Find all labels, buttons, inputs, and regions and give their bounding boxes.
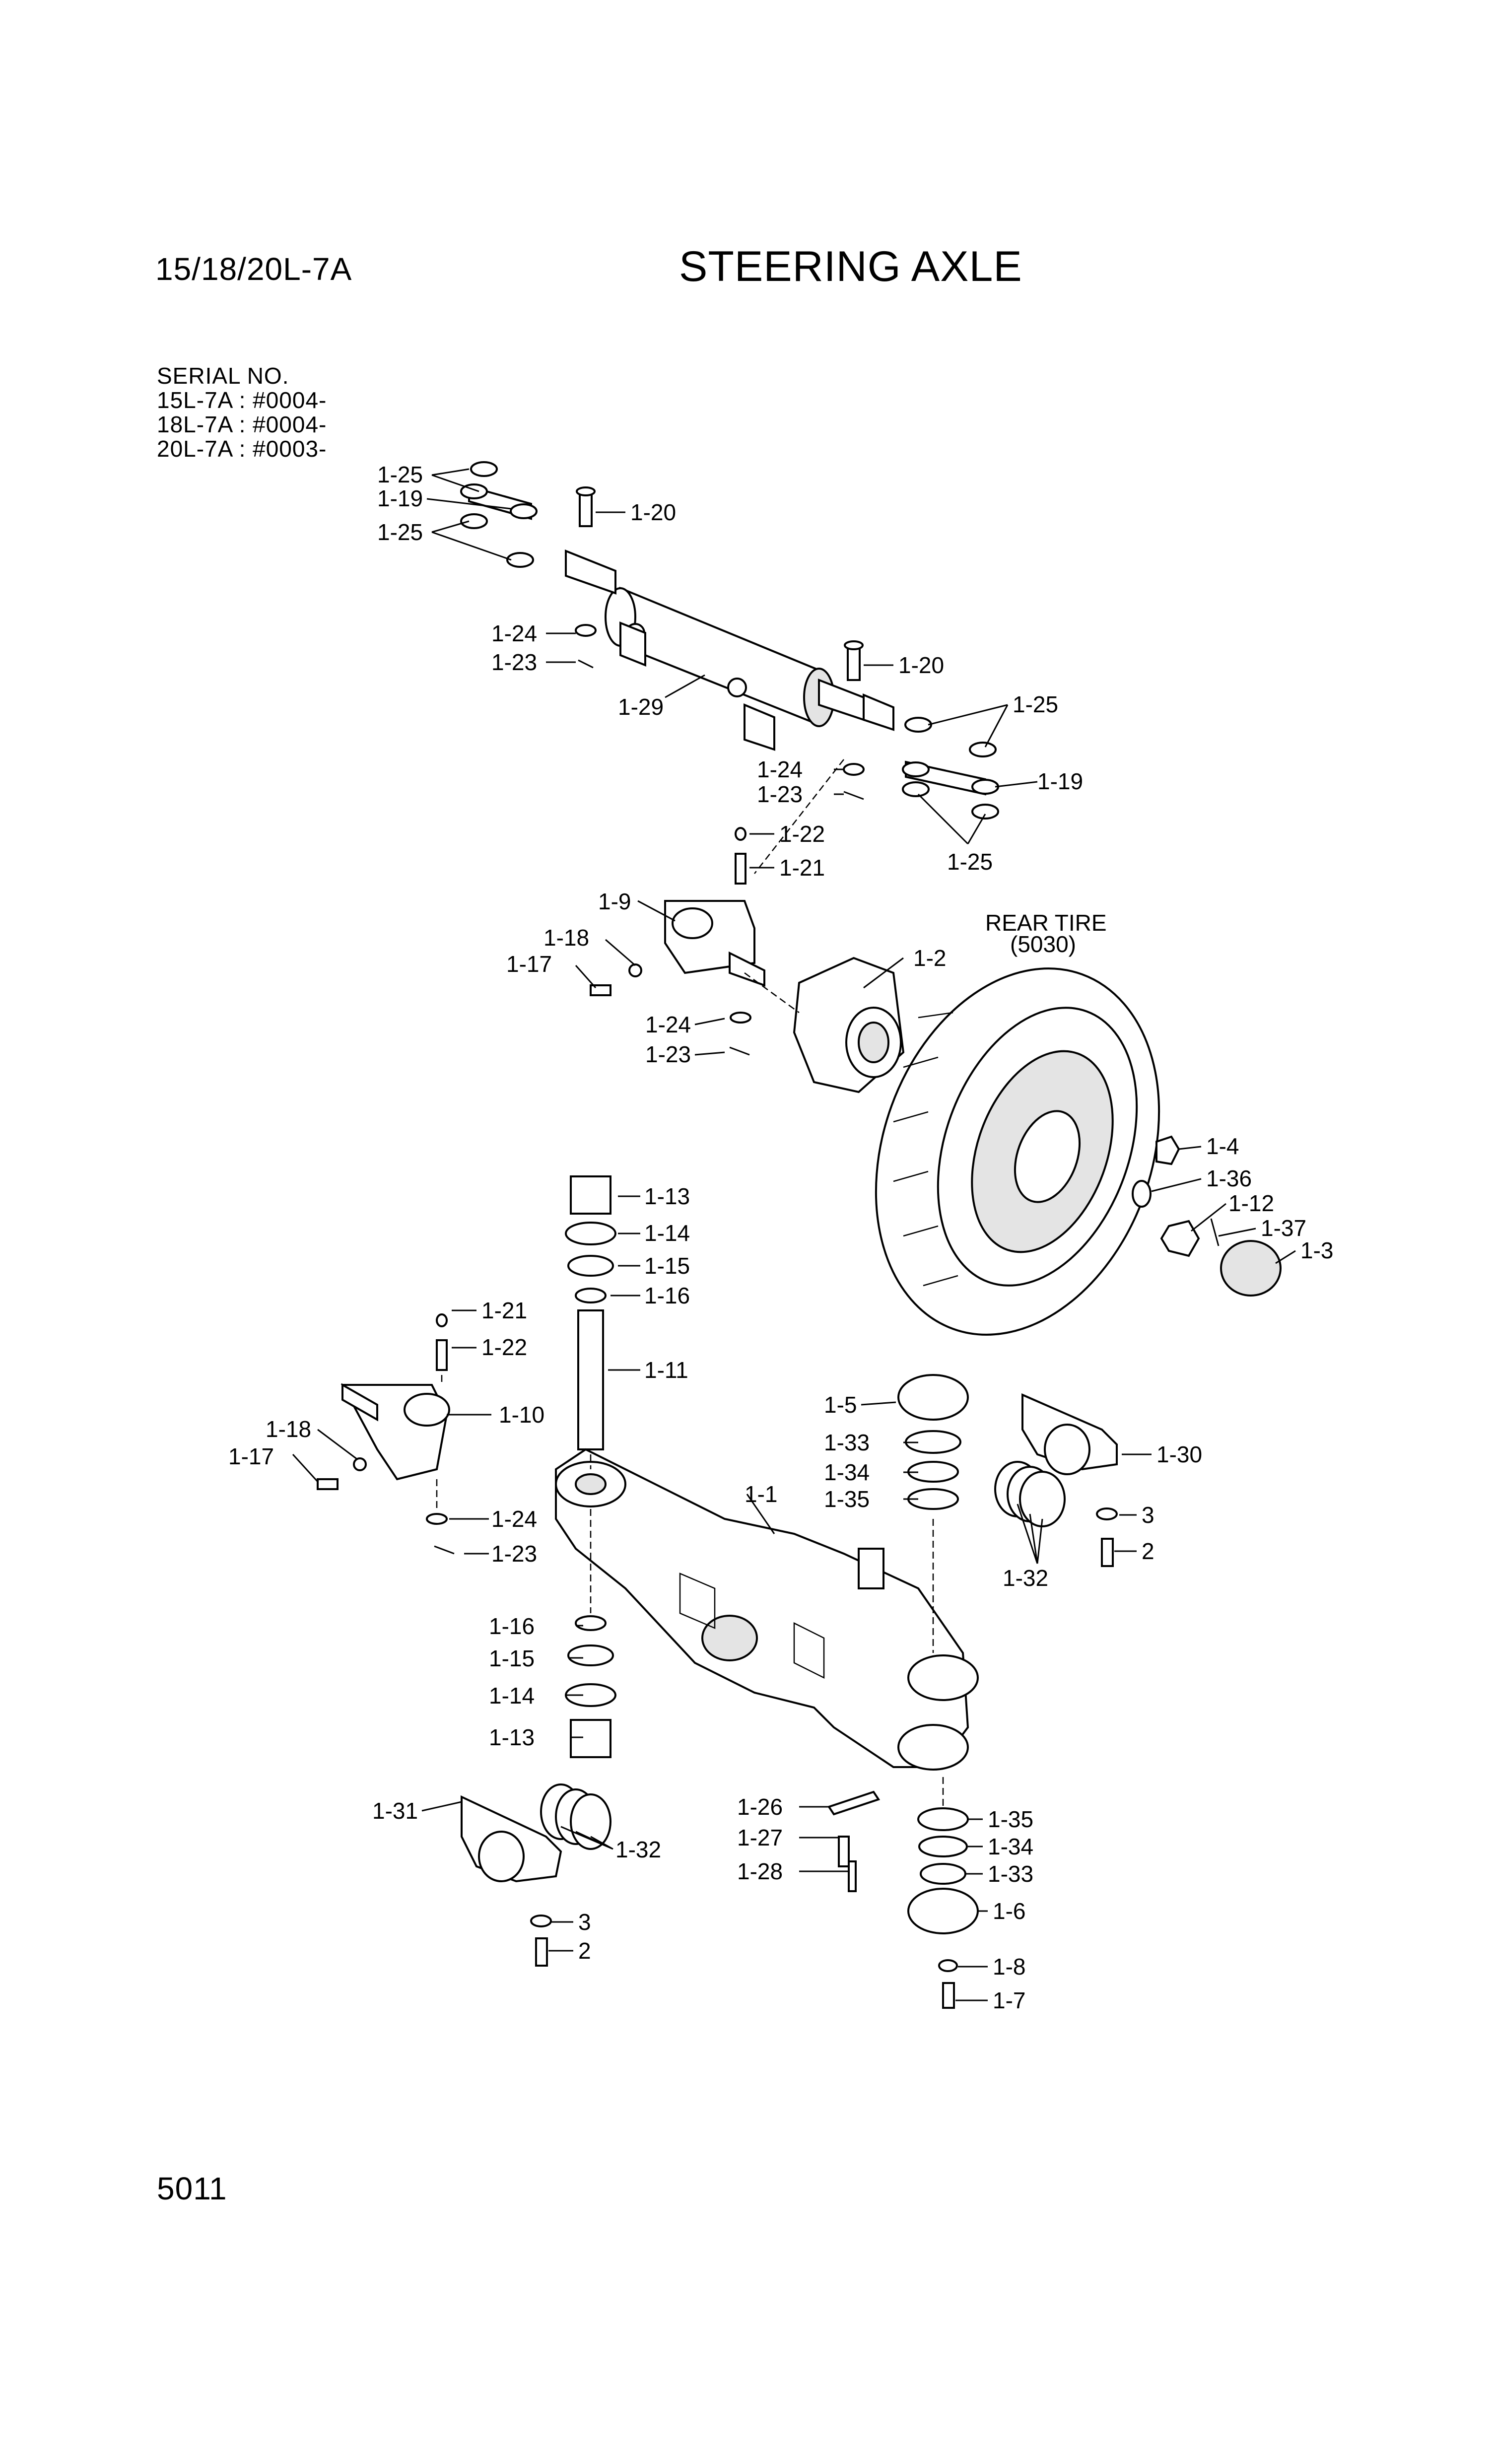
callout: 1-33 [988,1861,1033,1887]
pins-washers-top [575,486,865,800]
serial-line-20l: 20L-7A : #0003- [157,436,327,462]
callout: 1-13 [489,1724,535,1750]
right-disc-stack [897,1374,969,1510]
callout: 1-25 [377,519,423,545]
callout: 1-10 [499,1402,544,1428]
mount-right [994,1393,1118,1567]
callout: 1-23 [491,1541,537,1567]
page-number: 5011 [157,2171,227,2206]
callout: 1-34 [988,1834,1033,1859]
stopper-plate [827,1790,881,1892]
axle-body [555,1448,979,1771]
callout: 1-14 [489,1683,535,1709]
callout: 1-12 [1228,1190,1274,1216]
callout: 1-19 [1037,768,1083,794]
callout: 1-23 [645,1041,691,1067]
callout: 1-22 [779,821,825,847]
callout: 1-20 [630,499,676,525]
callout: 1-21 [779,855,825,881]
callout: 1-35 [824,1486,870,1512]
callout: 1-24 [491,1506,537,1532]
callout: 1-3 [1300,1237,1333,1263]
callout: 1-6 [993,1898,1025,1924]
callout: 2 [1142,1538,1154,1564]
callout: 1-18 [543,925,589,951]
callout: 1-21 [481,1298,527,1323]
callout: 1-25 [1013,691,1058,717]
callout: 1-7 [993,1987,1025,2013]
callout: 1-18 [266,1416,311,1442]
hub [793,957,905,1094]
kingpin-stack [565,1175,616,1450]
rear-tire [875,967,1160,1336]
model-number: 15/18/20L-7A [155,251,352,287]
serial-heading: SERIAL NO. [157,363,289,389]
callout: 1-28 [737,1858,783,1884]
callout: 3 [1142,1502,1154,1528]
callout: 1-32 [615,1837,661,1862]
callout: 1-5 [824,1392,857,1418]
callout: 1-9 [598,889,631,914]
callout: 1-25 [377,462,423,487]
callout: 1-15 [644,1253,690,1279]
steering-cylinder [565,549,894,751]
knuckle-right [590,827,765,1056]
callout: 1-25 [947,849,993,875]
callout-labels: 1-25 1-19 1-25 1-20 1-24 1-23 1-29 1-20 … [228,462,1333,2013]
callout: 1-35 [988,1806,1033,1832]
lower-right-stack [907,1807,979,2009]
callout: 1-2 [913,945,946,971]
callout: 1-11 [644,1357,688,1383]
callout: 1-17 [228,1443,274,1469]
callout: 1-24 [757,756,803,782]
callout: 1-31 [372,1798,418,1824]
serial-line-15l: 15L-7A : #0004- [157,387,327,413]
callout: 1-34 [824,1459,870,1485]
mount-left [461,1783,611,1967]
callout: 1-24 [491,620,537,646]
callout: 1-15 [489,1645,535,1671]
callout: 1-24 [645,1012,691,1037]
callout: 1-17 [506,951,552,977]
callout: 1-4 [1206,1133,1239,1159]
callout: 1-32 [1003,1565,1048,1591]
callout: 1-20 [898,652,944,678]
lower-left-stack [565,1615,616,1758]
callout: 1-1 [745,1481,777,1507]
knuckle-left [317,1313,455,1555]
callout: 1-30 [1156,1441,1202,1467]
rear-tire-code: (5030) [1010,931,1076,957]
serial-line-18l: 18L-7A : #0004- [157,411,327,437]
callout: 1-23 [491,649,537,675]
link-upper-right [902,717,999,820]
callout: 1-8 [993,1954,1025,1980]
callout: 1-37 [1261,1215,1306,1241]
callout: 1-16 [644,1283,690,1308]
callout: 1-27 [737,1825,783,1850]
callout: 1-14 [644,1220,690,1246]
wheel-hardware [1132,1135,1282,1297]
callout: 1-26 [737,1794,783,1820]
callout: 1-22 [481,1334,527,1360]
callout: 3 [578,1909,591,1935]
callout: 1-23 [757,781,803,807]
callout: 1-36 [1206,1165,1252,1191]
callout: 2 [578,1938,591,1964]
callout: 1-13 [644,1183,690,1209]
page-title: STEERING AXLE [679,243,1022,290]
rear-tire-label: REAR TIRE [985,910,1107,936]
callout: 1-19 [377,485,423,511]
leader-lines [292,468,1296,2001]
callout: 1-33 [824,1430,870,1455]
callout: 1-16 [489,1613,535,1639]
callout: 1-29 [618,694,664,720]
link-upper-left [460,461,538,568]
